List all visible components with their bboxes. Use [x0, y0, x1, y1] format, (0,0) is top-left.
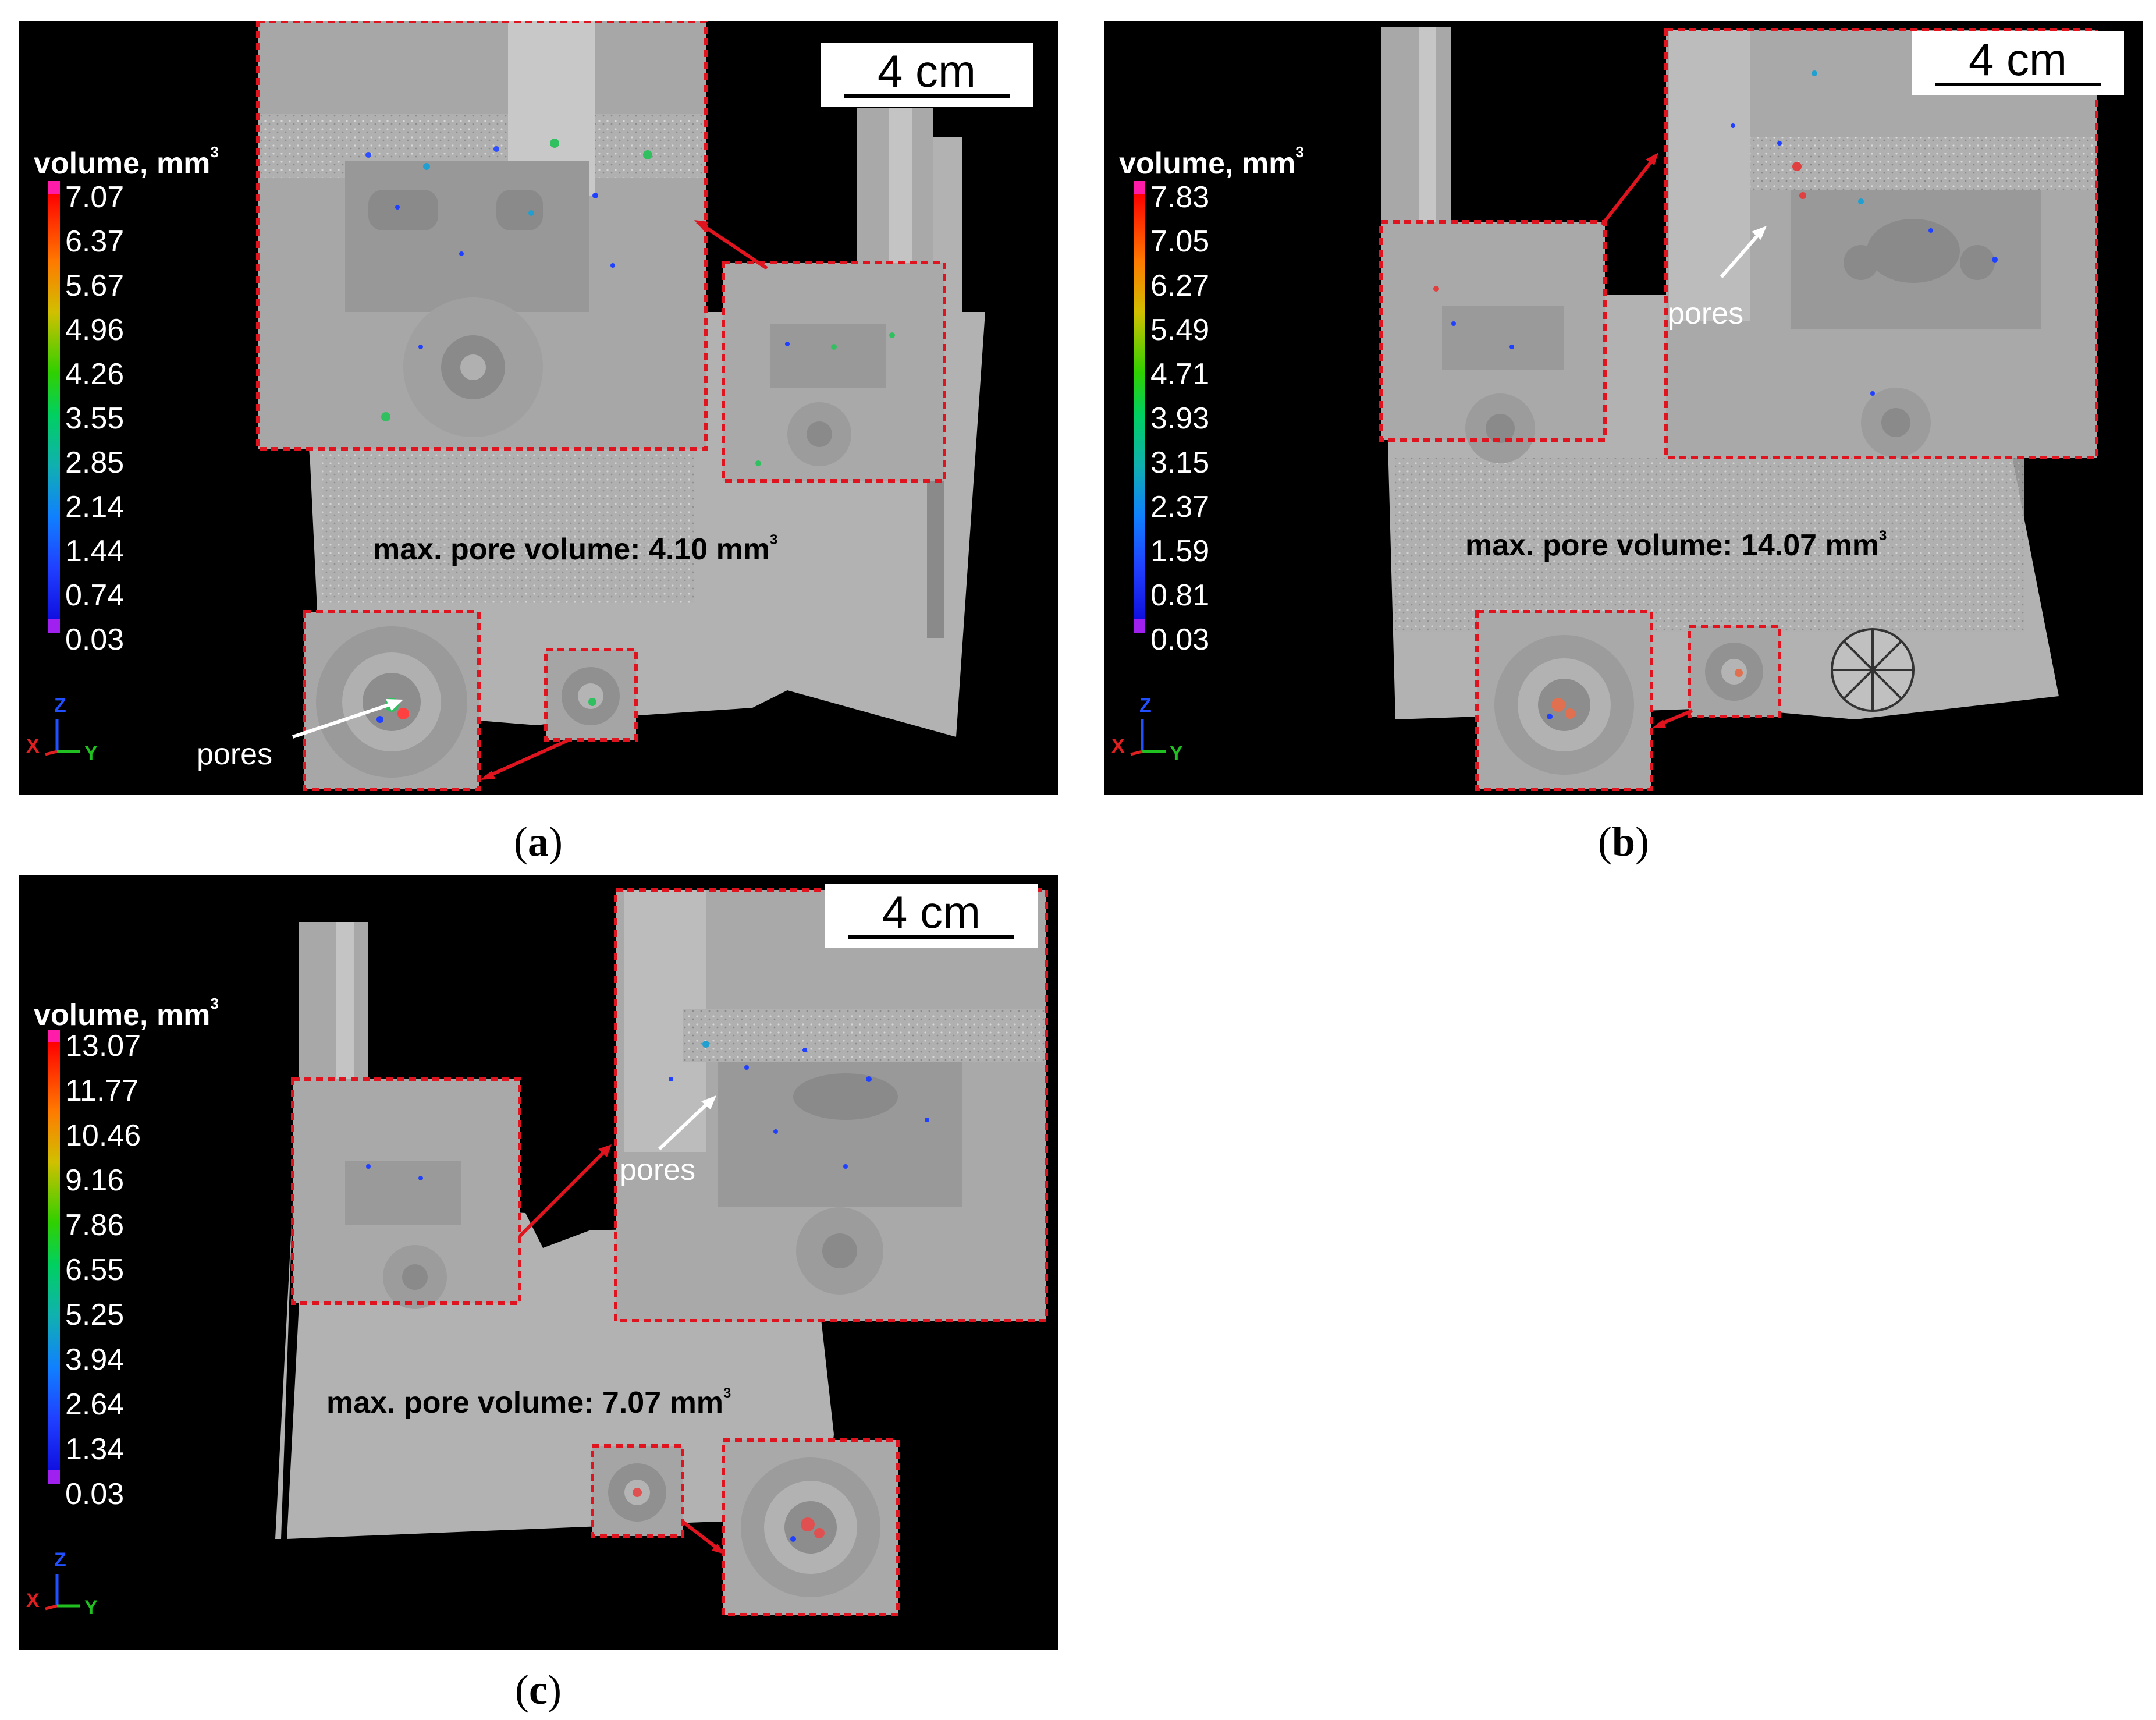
legend-title-b: volume, mm3	[1119, 143, 1304, 180]
axis-y-label-a: Y	[84, 742, 98, 764]
legend-tick: 5.25	[65, 1298, 125, 1332]
legend-tick: 0.03	[1150, 623, 1210, 657]
legend-min-swatch-c	[48, 1470, 60, 1484]
legend-tick: 1.44	[65, 534, 125, 568]
legend-tick: 2.14	[65, 490, 125, 524]
legend-tick: 7.07	[65, 180, 125, 214]
pores-label-a: pores	[197, 737, 273, 771]
legend-tick: 3.55	[65, 402, 125, 435]
legend-title-c: volume, mm3	[34, 995, 219, 1032]
ct-scan-image-c	[45, 888, 1048, 1616]
legend-tick: 1.59	[1150, 534, 1210, 568]
legend-tick: 2.64	[65, 1388, 125, 1421]
scale-bar-b: 4 cm	[1912, 31, 2124, 95]
legend-tick: 7.83	[1150, 180, 1210, 214]
caption-b: (b)	[1597, 818, 1649, 865]
legend-title-a: volume, mm3	[34, 143, 219, 180]
axis-x-label-a: X	[26, 735, 40, 757]
legend-tick: 7.05	[1150, 225, 1210, 258]
scale-bar-c: 4 cm	[825, 884, 1038, 948]
axis-x-label-c: X	[26, 1590, 40, 1612]
max-pore-volume-c: max. pore volume: 7.07 mm3	[326, 1385, 731, 1420]
legend-tick: 9.16	[65, 1164, 125, 1197]
legend-tick: 2.85	[65, 446, 125, 480]
colorbar-c	[48, 1042, 60, 1470]
legend-tick: 7.86	[65, 1208, 125, 1242]
legend-tick: 3.93	[1150, 402, 1210, 435]
legend-tick: 0.81	[1150, 579, 1210, 612]
scale-bar-a: 4 cm	[821, 43, 1033, 107]
legend-max-swatch-c	[48, 1030, 60, 1042]
legend-tick: 4.26	[65, 357, 125, 391]
legend-tick: 3.15	[1150, 446, 1210, 480]
legend-max-swatch-a	[48, 181, 60, 194]
legend-tick: 4.71	[1150, 357, 1210, 391]
legend-tick: 10.46	[65, 1119, 141, 1152]
legend-min-swatch-a	[48, 619, 60, 633]
legend-min-swatch-b	[1134, 619, 1145, 633]
legend-tick: 6.27	[1150, 269, 1210, 303]
legend-tick: 2.37	[1150, 490, 1210, 524]
caption-c: (c)	[515, 1666, 562, 1713]
legend-tick: 4.96	[65, 313, 125, 347]
panel-c: volume, mm3 13.07 11.77 10.46 9.16 7.86 …	[19, 875, 1058, 1650]
pores-label-c: pores	[620, 1153, 696, 1187]
max-pore-volume-a: max. pore volume: 4.10 mm3	[373, 532, 778, 566]
legend-tick: 0.03	[65, 623, 125, 657]
colorbar-b	[1134, 194, 1145, 619]
legend-tick: 5.49	[1150, 313, 1210, 347]
axis-z-label-c: Z	[54, 1549, 66, 1571]
pores-label-b: pores	[1668, 297, 1744, 331]
legend-tick: 0.74	[65, 579, 125, 612]
max-pore-volume-b: max. pore volume: 14.07 mm3	[1465, 528, 1887, 562]
legend-tick: 13.07	[65, 1029, 141, 1063]
colorbar-a	[48, 194, 60, 619]
axis-y-label-b: Y	[1170, 742, 1183, 764]
axis-x-label-b: X	[1111, 735, 1125, 757]
caption-a: (a)	[514, 818, 563, 865]
ct-scan-image-a	[45, 21, 985, 791]
legend-tick: 1.34	[65, 1432, 125, 1466]
legend-tick: 0.03	[65, 1477, 125, 1511]
legend-max-swatch-b	[1134, 181, 1145, 194]
panel-a: volume, mm3 7.07 6.37 5.67 4.96 4.26 3.5…	[19, 21, 1058, 795]
ct-scan-image-b	[1130, 27, 2098, 791]
legend-tick: 6.37	[65, 225, 125, 258]
legend-tick: 11.77	[65, 1074, 139, 1108]
panel-b: volume, mm3 7.83 7.05 6.27 5.49 4.71 3.9…	[1104, 21, 2143, 795]
axis-y-label-c: Y	[84, 1597, 98, 1619]
legend-tick: 3.94	[65, 1343, 125, 1377]
legend-tick: 5.67	[65, 269, 125, 303]
axis-z-label-b: Z	[1139, 694, 1152, 717]
axis-z-label-a: Z	[54, 694, 66, 717]
legend-tick: 6.55	[65, 1253, 125, 1287]
